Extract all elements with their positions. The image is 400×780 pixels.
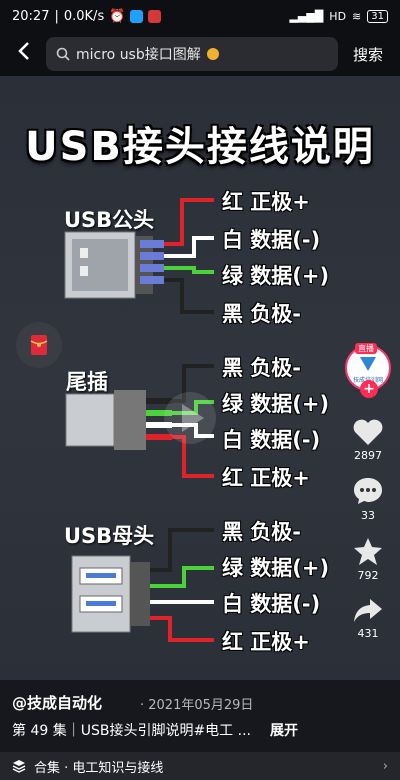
usb-male-plug — [64, 198, 214, 314]
app-icon-blue — [130, 9, 144, 23]
wifi-icon: ≋ — [352, 9, 362, 23]
share-count: 431 — [357, 627, 379, 640]
section-label-male: USB公头 — [64, 208, 155, 232]
like-button[interactable]: 2897 — [336, 418, 400, 462]
channel-logo-icon — [360, 357, 376, 371]
live-badge: 直播 — [355, 343, 377, 354]
search-bar: micro usb接口图解 搜索 — [0, 32, 400, 76]
expand-button[interactable]: 展开 — [270, 723, 298, 739]
favorite-button[interactable]: 792 — [336, 536, 400, 582]
comment-count: 33 — [361, 509, 375, 522]
clock: 20:27 — [12, 8, 50, 24]
share-button[interactable]: 431 — [336, 596, 400, 640]
wire-label: 红 正极+ — [222, 190, 310, 214]
video-player[interactable]: USB接头接线说明 — [0, 76, 400, 680]
action-bar: 2897 33 792 431 — [336, 418, 400, 654]
wire-label: 黑 负极- — [222, 356, 302, 380]
video-title: USB接头接线说明 — [25, 124, 375, 170]
back-arrow-icon — [18, 42, 29, 60]
wiring-diagram — [64, 198, 216, 642]
wire-label: 白 数据(-) — [222, 228, 321, 252]
usb-tail-plug — [65, 364, 216, 478]
favorite-count: 792 — [357, 569, 379, 582]
publish-date: · 2021年05月29日 — [140, 698, 254, 713]
collection-bar[interactable]: 合集 · 电工知识与接线 › — [0, 752, 400, 780]
red-envelope-button[interactable] — [16, 322, 62, 368]
comment-icon — [354, 478, 382, 504]
follow-button[interactable]: + — [360, 380, 378, 398]
search-button[interactable]: 搜索 — [352, 45, 383, 64]
back-button[interactable] — [8, 41, 40, 67]
red-envelope-icon — [30, 335, 48, 355]
collection-title: 合集 · 电工知识与接线 — [34, 760, 164, 776]
video-description: 第 49 集｜USB接头引脚说明#电工 ... — [12, 723, 251, 739]
battery-level: 31 — [371, 10, 384, 22]
section-label-tail: 尾插 — [66, 370, 108, 394]
hd-badge: HD — [329, 9, 347, 23]
wire-label: 黑 负极- — [222, 520, 302, 544]
wire-label: 红 正极+ — [222, 466, 310, 490]
wire-label: 红 正极+ — [222, 630, 310, 654]
wire-label: 绿 数据(+) — [222, 556, 330, 580]
author-name[interactable]: @技成自动化 — [12, 694, 103, 712]
net-speed: 0.0K/s — [63, 8, 105, 24]
section-label-female: USB母头 — [64, 524, 155, 548]
status-bar: 20:27 | 0.0K/s ⏰ ▂▄▆█ HD ≋ 31 — [0, 0, 400, 32]
app-icon-red — [148, 9, 162, 23]
usb-female-socket — [71, 528, 214, 642]
heart-icon — [353, 419, 383, 445]
video-meta: @技成自动化 · 2021年05月29日 第 49 集｜USB接头引脚说明#电工… — [0, 684, 400, 780]
search-icon — [56, 47, 70, 61]
battery-icon: 31 — [367, 9, 388, 23]
star-icon — [354, 538, 382, 565]
emoji-icon — [206, 48, 219, 60]
layers-icon — [12, 760, 26, 773]
wire-label: 绿 数据(+) — [222, 392, 330, 416]
share-arrow-icon — [354, 599, 382, 622]
comment-button[interactable]: 33 — [336, 476, 400, 522]
alarm-icon: ⏰ — [109, 8, 126, 24]
wire-label: 黑 负极- — [222, 302, 302, 326]
chevron-right-icon: › — [382, 758, 388, 774]
wire-label: 绿 数据(+) — [222, 264, 330, 288]
search-query: micro usb接口图解 — [76, 47, 201, 63]
wire-label: 白 数据(-) — [222, 428, 321, 452]
signal-icon: ▂▄▆█ — [289, 9, 324, 23]
like-count: 2897 — [354, 449, 382, 462]
search-input[interactable]: micro usb接口图解 — [46, 37, 338, 71]
wire-label: 白 数据(-) — [222, 592, 321, 616]
